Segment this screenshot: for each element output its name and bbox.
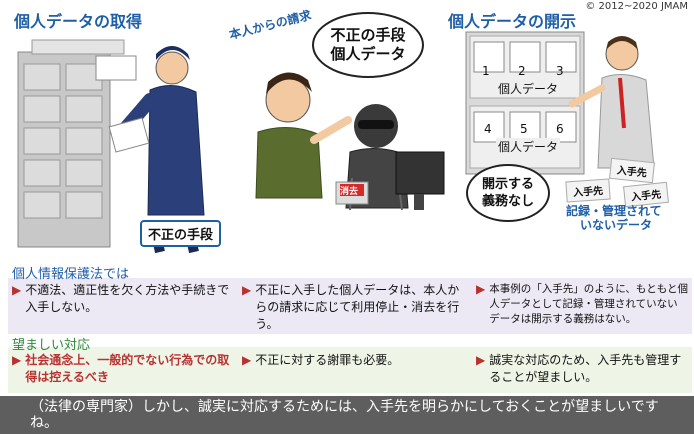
unjust-data-speech: 不正の手段 個人データ	[312, 12, 424, 78]
law-col-2-text: 不正に入手した個人データは、本人からの請求に応じて利用停止・消去を行う。	[255, 283, 460, 331]
law-col-3-text: 本事例の「入手先」のように、もともと個人データとして記録・管理されていないデータ…	[489, 283, 688, 325]
panel-title-acquisition: 個人データの取得	[14, 12, 143, 31]
shelf-number-6: 6	[556, 122, 564, 136]
no-obligation-line-1: 開示する	[481, 177, 534, 192]
source-tag-2: 入手先	[565, 178, 611, 203]
shelf-number-3: 3	[556, 64, 564, 78]
source-tag-1: 入手先	[609, 157, 655, 184]
law-col-2: ▶ 不正に入手した個人データは、本人からの請求に応じて利用停止・消去を行う。	[242, 282, 464, 333]
speech-line-2: 個人データ	[330, 45, 406, 63]
shelf-number-4: 4	[484, 122, 492, 136]
law-col-3: ▶ 本事例の「入手先」のように、もともと個人データとして記録・管理されていないデ…	[476, 282, 688, 327]
desirable-col-1-text: 社会通念上、一般的でない行為での取得は控えるべき	[25, 353, 230, 384]
shelf-label-top: 個人データ	[496, 80, 561, 97]
shelf-number-5: 5	[520, 122, 528, 136]
triangle-bullet-icon: ▶	[12, 283, 22, 297]
shelf-number-2: 2	[518, 64, 526, 78]
speech-line-1: 不正の手段	[330, 26, 406, 44]
unrecorded-data-note: 記録・管理されて いないデータ	[566, 204, 662, 232]
desirable-col-2-text: 不正に対する謝罪も必要。	[255, 353, 400, 367]
unjust-means-callout: 不正の手段	[140, 220, 222, 247]
desirable-col-1: ▶ 社会通念上、一般的でない行為での取得は控えるべき	[12, 352, 234, 386]
request-illustration	[255, 72, 445, 211]
desirable-col-3-text: 誠実な対応のため、入手先も管理することが望ましい。	[489, 353, 682, 384]
panel-title-disclosure: 個人データの開示	[448, 12, 577, 31]
desirable-col-2: ▶ 不正に対する謝罪も必要。	[242, 352, 464, 369]
triangle-bullet-icon: ▶	[476, 353, 486, 367]
law-section-label: 個人情報保護法では	[12, 267, 130, 282]
triangle-bullet-icon: ▶	[476, 282, 486, 296]
desirable-section-label: 望ましい対応	[12, 338, 91, 353]
desirable-col-3: ▶ 誠実な対応のため、入手先も管理することが望ましい。	[476, 352, 688, 386]
triangle-bullet-icon: ▶	[242, 283, 252, 297]
erase-button-label: 消去	[340, 187, 359, 197]
shelf-number-1: 1	[482, 64, 490, 78]
cabinet-illustration	[17, 39, 205, 254]
shelf-illustration	[465, 31, 655, 175]
footer-caption: （法律の専門家）しかし、誠実に対応するためには、入手先を明らかにしておくことが望…	[0, 396, 694, 434]
law-col-1-text: 不適法、適正性を欠く方法や手続きで入手しない。	[25, 283, 230, 314]
unrecorded-note-line-2: いないデータ	[580, 218, 653, 232]
desirable-section-background	[8, 347, 692, 393]
shelf-label-bottom: 個人データ	[496, 138, 561, 155]
no-obligation-line-2: 義務なし	[481, 194, 534, 209]
triangle-bullet-icon: ▶	[12, 353, 22, 367]
unrecorded-note-line-1: 記録・管理されて	[566, 204, 662, 218]
no-obligation-speech: 開示する 義務なし	[466, 164, 550, 222]
triangle-bullet-icon: ▶	[242, 353, 252, 367]
copyright-notice: © 2012~2020 JMAM	[585, 1, 688, 12]
law-section-background	[8, 278, 692, 334]
panel-title-request: 本人からの請求	[227, 8, 313, 42]
law-col-1: ▶ 不適法、適正性を欠く方法や手続きで入手しない。	[12, 282, 234, 316]
